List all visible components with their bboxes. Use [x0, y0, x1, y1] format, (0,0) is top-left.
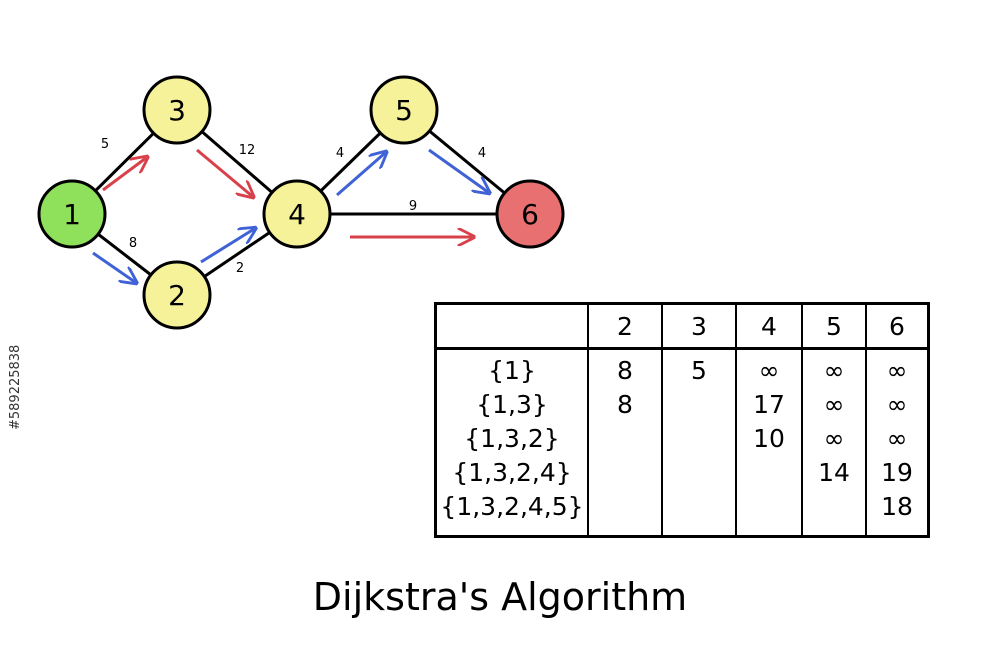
node-4: 4 — [262, 179, 332, 249]
node-5: 5 — [369, 75, 439, 145]
red-arrow-3-4 — [196, 148, 252, 196]
blue-arrow-1-2 — [92, 251, 135, 282]
blue-arrow-2-4 — [200, 229, 254, 264]
distance-value — [589, 422, 661, 456]
header-sets — [434, 302, 589, 350]
node-label: 2 — [168, 279, 186, 312]
arrows-layer — [92, 148, 488, 282]
distance-value: 5 — [691, 356, 707, 385]
table-body-row: {1} {1,3} {1,3,2} {1,3,2,4} {1,3,2,4,5} … — [434, 348, 930, 537]
column-dist-4: ∞ 17 10 — [735, 348, 803, 537]
header-node-4: 4 — [735, 302, 803, 350]
distance-value: 17 — [753, 390, 785, 419]
distance-value — [737, 490, 801, 524]
column-visited-sets: {1} {1,3} {1,3,2} {1,3,2,4} {1,3,2,4,5} — [434, 348, 589, 537]
header-node-6: 6 — [865, 302, 930, 350]
table-header-row: 2 3 4 5 6 — [434, 302, 930, 350]
column-dist-3: 5 — [661, 348, 737, 537]
distance-value: 19 — [881, 458, 913, 487]
visited-set: {1,3} — [476, 390, 548, 419]
distance-value — [663, 456, 735, 490]
edge-weight-label: 5 — [101, 137, 109, 152]
node-1: 1 — [37, 179, 107, 249]
edge-weight-label: 4 — [336, 146, 344, 161]
distance-value: ∞ — [823, 356, 845, 385]
stock-image-id: #589225838 — [8, 344, 23, 430]
distance-value — [663, 490, 735, 524]
header-node-3: 3 — [661, 302, 737, 350]
edge-weight-label: 12 — [239, 143, 256, 158]
distance-value: ∞ — [886, 356, 908, 385]
header-node-2: 2 — [587, 302, 663, 350]
distance-value: 8 — [617, 390, 633, 419]
column-dist-6: ∞ ∞ ∞ 19 18 — [865, 348, 930, 537]
distance-value — [589, 490, 661, 524]
edge-weight-label: 9 — [409, 199, 417, 214]
node-label: 3 — [168, 94, 186, 127]
diagram-title: Dijkstra's Algorithm — [312, 575, 688, 619]
header-node-5: 5 — [801, 302, 867, 350]
distance-value: 8 — [617, 356, 633, 385]
distance-value: ∞ — [886, 390, 908, 419]
distance-value — [663, 422, 735, 456]
distance-value — [803, 490, 865, 524]
distance-value: 18 — [881, 492, 913, 521]
node-label: 1 — [63, 198, 81, 231]
distance-value: ∞ — [886, 424, 908, 453]
column-dist-2: 8 8 — [587, 348, 663, 537]
distance-value — [663, 388, 735, 422]
blue-arrow-5-6 — [428, 148, 488, 192]
column-dist-5: ∞ ∞ ∞ 14 — [801, 348, 867, 537]
distance-value: ∞ — [823, 390, 845, 419]
node-label: 5 — [395, 94, 413, 127]
distance-value: 14 — [818, 458, 850, 487]
edge-weight-label: 4 — [478, 146, 486, 161]
node-2: 2 — [142, 260, 212, 330]
distance-value: 10 — [753, 424, 785, 453]
visited-set: {1,3,2} — [464, 424, 560, 453]
visited-set: {1,3,2,4,5} — [440, 492, 584, 521]
blue-arrow-4-5 — [336, 153, 385, 197]
distance-value: ∞ — [823, 424, 845, 453]
edge-weight-label: 8 — [129, 236, 137, 251]
distance-table: 2 3 4 5 6 {1} {1,3} {1,3,2} {1,3,2,4} {1… — [434, 302, 930, 538]
edge-labels-layer: 5 8 12 2 4 4 9 — [101, 137, 486, 276]
distance-value — [589, 456, 661, 490]
red-arrow-1-3 — [102, 158, 146, 192]
node-label: 4 — [288, 198, 306, 231]
edge-weight-label: 2 — [236, 261, 244, 276]
visited-set: {1,3,2,4} — [452, 458, 572, 487]
distance-value — [737, 456, 801, 490]
node-label: 6 — [521, 198, 539, 231]
node-3: 3 — [142, 75, 212, 145]
node-6: 6 — [495, 179, 565, 249]
distance-value: ∞ — [758, 356, 780, 385]
visited-set: {1} — [488, 356, 536, 385]
